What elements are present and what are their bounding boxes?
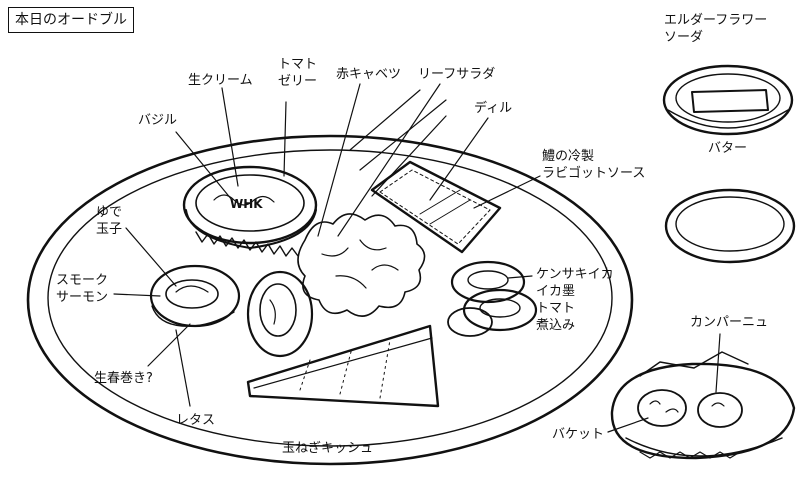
label-squid: ケンサキイカ イカ墨 トマト 煮込み xyxy=(536,267,614,333)
label-carp: 鱧の冷製 ラビゴットソース xyxy=(542,149,646,181)
label-dill: ディル xyxy=(474,101,513,116)
label-leaf-salad: リーフサラダ xyxy=(418,67,496,82)
butter-dish xyxy=(662,64,794,136)
label-campagne: カンパーニュ xyxy=(690,315,769,330)
label-baguette: バケット xyxy=(552,427,605,442)
spring-roll xyxy=(246,270,314,358)
label-fresh-cream: 生クリーム xyxy=(188,73,253,88)
side-plate xyxy=(664,188,796,264)
label-butter: バター xyxy=(708,141,748,156)
label-tomato-jelly: トマト ゼリー xyxy=(278,57,318,89)
main-plate-rim xyxy=(26,134,634,466)
leaf-salad xyxy=(297,89,447,317)
label-smoked-salmon: スモーク サーモン xyxy=(56,273,109,305)
main-plate-inner xyxy=(47,149,613,447)
carp-terrine xyxy=(370,160,502,254)
menu-title: 本日のオードブル xyxy=(8,7,134,33)
label-lettuce: レタス xyxy=(176,413,216,428)
tomato-jelly-cup xyxy=(182,165,318,257)
label-elderflower-soda: エルダーフラワー ソーダ xyxy=(664,13,768,45)
label-onion-quiche: 玉ねぎキッシュ xyxy=(282,441,374,456)
smoked-salmon-roll xyxy=(149,264,241,328)
cream-lettering: WHK xyxy=(230,197,263,211)
label-basil: バジル xyxy=(138,113,178,128)
label-spring-roll: 生春巻き? xyxy=(94,371,153,386)
leader-lines xyxy=(113,83,721,433)
onion-quiche xyxy=(246,324,440,408)
squid-rings xyxy=(447,260,538,337)
bread-basket xyxy=(610,351,796,460)
label-boiled-egg: ゆで 玉子 xyxy=(96,205,123,237)
label-red-cabbage: 赤キャベツ xyxy=(336,67,402,82)
